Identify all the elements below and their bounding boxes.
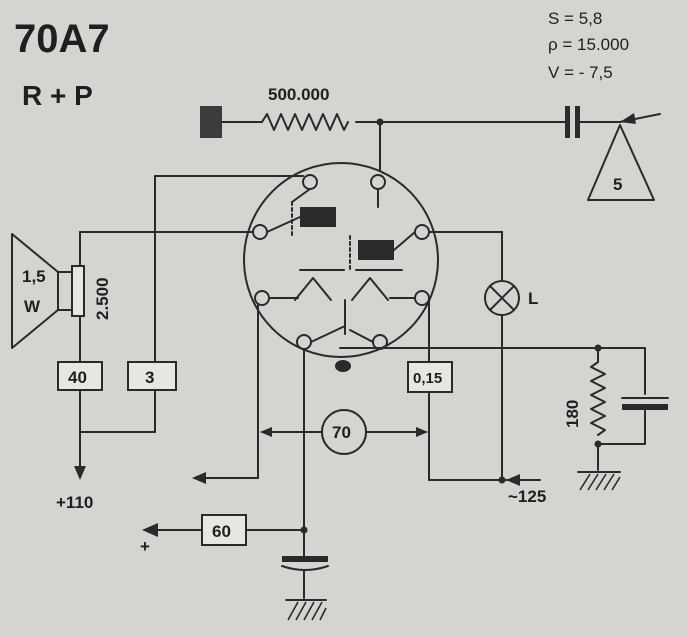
tube-type-title: 70A7: [14, 17, 110, 61]
resistor-box-3-label: 3: [145, 368, 154, 387]
coupling-capacitor-symbol: [565, 106, 580, 138]
top-ground-symbol: [200, 106, 222, 138]
resistor-box-60-label: 60: [212, 522, 231, 541]
plus-label: +: [140, 537, 150, 556]
cathode-capacitor-symbol: [621, 397, 669, 410]
plus-arrow: [142, 523, 158, 537]
resistor-box-015: [407, 361, 453, 393]
grid-resistor-label: 500.000: [268, 85, 329, 104]
cathode-ground-symbol: [577, 471, 621, 491]
supply-125-arrow: [506, 474, 520, 486]
heater-circle-70: [321, 409, 367, 455]
cathode-resistor-label: 180: [563, 400, 582, 428]
supply-125-label: ~125: [508, 487, 546, 506]
dimension-arrow: [260, 427, 272, 437]
bottom-ground-symbol: [285, 599, 327, 621]
tube-envelope: [243, 162, 439, 358]
grid-resistor-symbol: [261, 113, 349, 131]
junction-dot: [300, 526, 308, 534]
spec-bias-voltage: V = - 7,5: [548, 63, 613, 82]
heater-circle-70-label: 70: [332, 423, 351, 442]
resistor-box-3: [127, 361, 177, 391]
input-stage-triangle: [587, 124, 655, 201]
supply-110-label: +110: [56, 493, 93, 512]
supply-110-arrow: [74, 466, 86, 480]
junction-dot: [498, 476, 506, 484]
tube-electrodes: [266, 188, 416, 343]
spec-transconductance: S = 5,8: [548, 9, 602, 28]
speaker-power-label: 1,5: [22, 267, 46, 286]
heater-arrow: [192, 472, 206, 484]
pilot-lamp-symbol: [484, 280, 520, 316]
spec-plate-resistance: ρ = 15.000: [548, 35, 629, 54]
resistor-box-40: [57, 361, 103, 391]
tube-subtitle: R + P: [22, 80, 93, 111]
cathode-resistor-symbol: [590, 361, 606, 436]
tube-pins: [252, 174, 430, 350]
speaker-symbol: [11, 233, 85, 349]
input-stage-label: 5: [613, 175, 622, 194]
output-transformer-label: 2.500: [93, 277, 112, 320]
bottom-capacitor-symbol: [281, 556, 329, 571]
resistor-box-015-label: 0,15: [413, 370, 442, 387]
resistor-box-40-label: 40: [68, 368, 87, 387]
tube-tip: [335, 360, 351, 372]
speaker-unit-label: W: [24, 297, 41, 316]
input-arrow-head: [620, 113, 636, 124]
lamp-label: L: [528, 289, 538, 308]
dimension-arrow: [416, 427, 428, 437]
